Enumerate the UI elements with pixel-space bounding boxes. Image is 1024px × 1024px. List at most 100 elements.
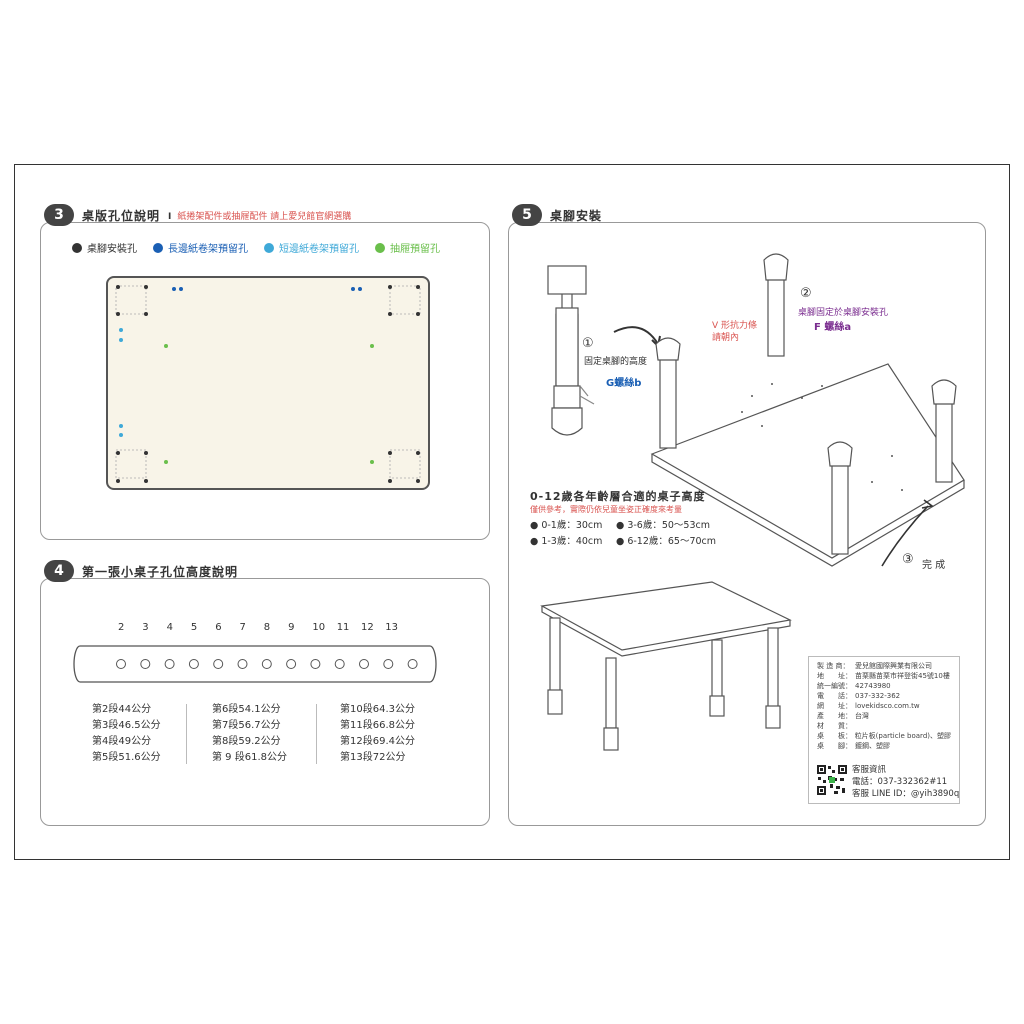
- leg-tube-diagram: [73, 645, 437, 683]
- hole-number-label: 6: [215, 622, 222, 633]
- customer-service-info: 客服資訊 電話：037-332362#11 客服 LINE ID：@yih389…: [852, 764, 959, 800]
- assembly-illustration: [547, 253, 965, 567]
- spec-row: 地 址：苗栗縣苗栗市祥登街45號10樓: [817, 672, 950, 680]
- tube-hole: [359, 659, 369, 669]
- long-edge-hole: [358, 287, 362, 291]
- height-item: 第5段51.6公分: [92, 752, 161, 763]
- section-title: 第一張小桌子孔位高度說明: [82, 564, 239, 579]
- age-item: ● 1-3歲：40cm: [530, 536, 603, 547]
- tube-hole: [188, 659, 199, 669]
- tube-hole: [407, 659, 418, 669]
- section-number: 4: [44, 560, 74, 582]
- short-edge-hole: [119, 433, 123, 437]
- cs-line-id: 客服 LINE ID：@yih3890q: [852, 789, 960, 799]
- legend-item: 長邊紙卷架預留孔: [153, 240, 248, 255]
- hole-number-label: 11: [336, 622, 350, 633]
- hole-number-label: 2: [118, 622, 125, 633]
- drawer-hole: [164, 460, 168, 464]
- v-brace-note-2: 請朝內: [712, 333, 740, 343]
- leg-hole: [144, 479, 148, 483]
- leg-hole: [388, 451, 392, 455]
- drawer-hole: [370, 460, 374, 464]
- spec-row: 桌 板：粒片板(particle board)、塑膠: [817, 732, 951, 740]
- height-item: 第 9 段61.8公分: [212, 752, 287, 763]
- screw-f-label: F: [814, 322, 821, 333]
- section-number: 5: [512, 204, 542, 226]
- age-heights-note: 僅供參考，實際仍依兒童坐姿正確度來考量: [530, 505, 682, 514]
- panel-height-holes: [40, 578, 490, 826]
- leg-hole: [116, 285, 120, 289]
- section-title: 桌腳安裝: [550, 208, 603, 223]
- legend-dot: [375, 242, 385, 253]
- long-edge-hole: [172, 287, 176, 291]
- leg-hole: [388, 285, 392, 289]
- separator: I: [168, 211, 172, 222]
- legend-label: 桌腳安裝孔: [87, 244, 137, 255]
- step-1-number: ①: [582, 336, 594, 351]
- legend-item: 抽屜預留孔: [375, 240, 440, 255]
- age-item: ● 6-12歲：65〜70cm: [616, 536, 717, 547]
- step-3-number: ③: [902, 552, 914, 567]
- leg-hole: [416, 479, 420, 483]
- leg-hole: [144, 285, 148, 289]
- hole-number-label: 8: [263, 622, 271, 633]
- age-item: ● 0-1歲：30cm: [530, 520, 603, 531]
- height-col-1: 第2段44公分 第3段46.5公分 第4段49公分 第5段51.6公分: [92, 702, 161, 766]
- hole-number-label: 12: [361, 622, 374, 633]
- height-item: 第12段69.4公分: [340, 736, 415, 747]
- short-edge-hole: [119, 424, 123, 428]
- tube-hole: [261, 659, 272, 669]
- height-col-2: 第6段54.1公分 第7段56.7公分 第8段59.2公分 第 9 段61.8公…: [212, 702, 287, 766]
- height-item: 第11段66.8公分: [340, 720, 415, 731]
- height-col-3: 第10段64.3公分 第11段66.8公分 第12段69.4公分 第13段72公…: [340, 702, 415, 766]
- height-item: 第3段46.5公分: [92, 720, 161, 731]
- section-number: 3: [44, 204, 74, 226]
- leg-hole: [388, 479, 392, 483]
- spec-row: 產 地：台灣: [817, 712, 869, 720]
- legend-item: 短邊紙卷架預留孔: [264, 240, 359, 255]
- hole-number-label: 4: [166, 622, 173, 633]
- divider: [186, 704, 187, 764]
- hole-number-label: 3: [142, 622, 149, 633]
- tube-hole: [310, 659, 321, 669]
- short-edge-hole: [119, 338, 123, 342]
- step-2-screw: F 螺絲a: [814, 318, 851, 333]
- cs-title: 客服資訊: [852, 765, 887, 775]
- height-item: 第10段64.3公分: [340, 704, 415, 715]
- tube-hole: [383, 659, 394, 669]
- hole-number-label: 5: [190, 622, 198, 633]
- cs-phone: 電話：037-332362#11: [852, 777, 948, 787]
- tube-hole: [213, 659, 224, 669]
- leg-hole: [388, 312, 392, 316]
- qr-code-icon[interactable]: [816, 764, 848, 796]
- instruction-sheet: [14, 164, 1010, 860]
- legend-item: 桌腳安裝孔: [72, 240, 137, 255]
- tube-hole: [116, 659, 126, 669]
- tube-hole: [334, 659, 345, 669]
- section-subtitle: I 紙捲架配件或抽屜配件 請上愛兒館官網選購: [168, 209, 351, 222]
- spec-row: 統一編號：42743980: [817, 682, 891, 690]
- legend-dot: [264, 242, 274, 253]
- spec-row: 製 造 商：愛兒館國際興業有限公司: [817, 662, 932, 670]
- drawer-hole: [370, 344, 374, 348]
- height-item: 第4段49公分: [92, 736, 152, 747]
- leg-hole: [416, 451, 420, 455]
- age-item: ● 3-6歲：50〜53cm: [616, 520, 710, 531]
- legend-label: 長邊紙卷架預留孔: [168, 244, 248, 255]
- section-4-header: 4 第一張小桌子孔位高度說明: [44, 560, 238, 582]
- v-brace-note-1: V 形抗力條: [712, 321, 758, 331]
- height-item: 第7段56.7公分: [212, 720, 281, 731]
- long-edge-hole: [351, 287, 355, 291]
- height-item: 第6段54.1公分: [212, 704, 281, 715]
- spec-row: 材 質：: [817, 722, 852, 730]
- legend-dot: [72, 242, 82, 253]
- assembled-table-illustration: [540, 581, 792, 751]
- subtitle-text: 紙捲架配件或抽屜配件 請上愛兒館官網選購: [177, 211, 352, 222]
- hole-number-label: 9: [288, 622, 295, 633]
- spec-row: 桌 腳：鍍鋼、塑膠: [817, 742, 890, 750]
- height-item: 第2段44公分: [92, 704, 152, 715]
- short-edge-hole: [119, 328, 123, 332]
- hole-number-label: 7: [239, 622, 246, 633]
- spec-row: 電 話：037-332-362: [817, 692, 901, 700]
